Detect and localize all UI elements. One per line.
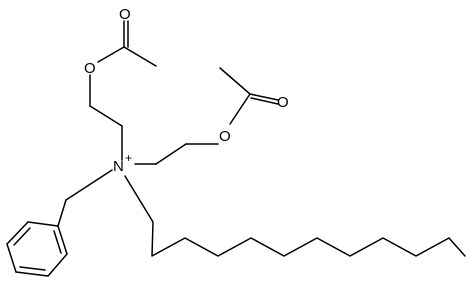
ring-bond-5: [47, 253, 68, 277]
ring-bond-6: [57, 225, 68, 255]
oxygen-ester-upper-label: O: [84, 60, 96, 77]
bond-o-c-upper: [97, 46, 125, 63]
nitrogen-charge: +: [125, 151, 132, 165]
bond-c-o-double-right-b: [250, 97, 279, 105]
bond-n-ch2-benzyl: [65, 169, 113, 201]
benzyl-group: [6, 169, 113, 277]
ring-bond-1: [27, 221, 59, 227]
ring-double-inner-2: [19, 266, 46, 271]
bond-ch2-ch2-upper: [89, 105, 123, 127]
bond-ch2-ring: [57, 199, 67, 227]
bond-c-methyl-upper: [123, 46, 157, 67]
ring-bond-2: [6, 221, 29, 245]
right-acetoxyethyl-arm: [134, 67, 279, 165]
ring-bond-4: [15, 271, 49, 277]
oxygen-carbonyl-upper-label: O: [119, 6, 131, 23]
oxygen-carbonyl-right-label: O: [277, 94, 289, 111]
dodecyl-chain: [124, 175, 466, 257]
atom-labels: N + O O O O: [84, 6, 289, 175]
nitrogen-label: N: [113, 158, 124, 175]
upper-acetoxyethyl-arm: [89, 20, 157, 161]
ring-bond-3: [6, 243, 17, 273]
bond-ch2-ch2-right: [155, 143, 187, 165]
benzene-ring: [6, 221, 68, 277]
bond-c-o-double-right-a: [249, 93, 279, 101]
bond-o-c-right: [229, 93, 251, 125]
dodecyl-zigzag: [124, 175, 466, 257]
ring-double-inner-3: [53, 230, 62, 254]
ring-double-inner-1: [13, 227, 31, 246]
oxygen-ester-right-label: O: [219, 128, 231, 145]
bond-c-methyl-right: [219, 67, 251, 95]
